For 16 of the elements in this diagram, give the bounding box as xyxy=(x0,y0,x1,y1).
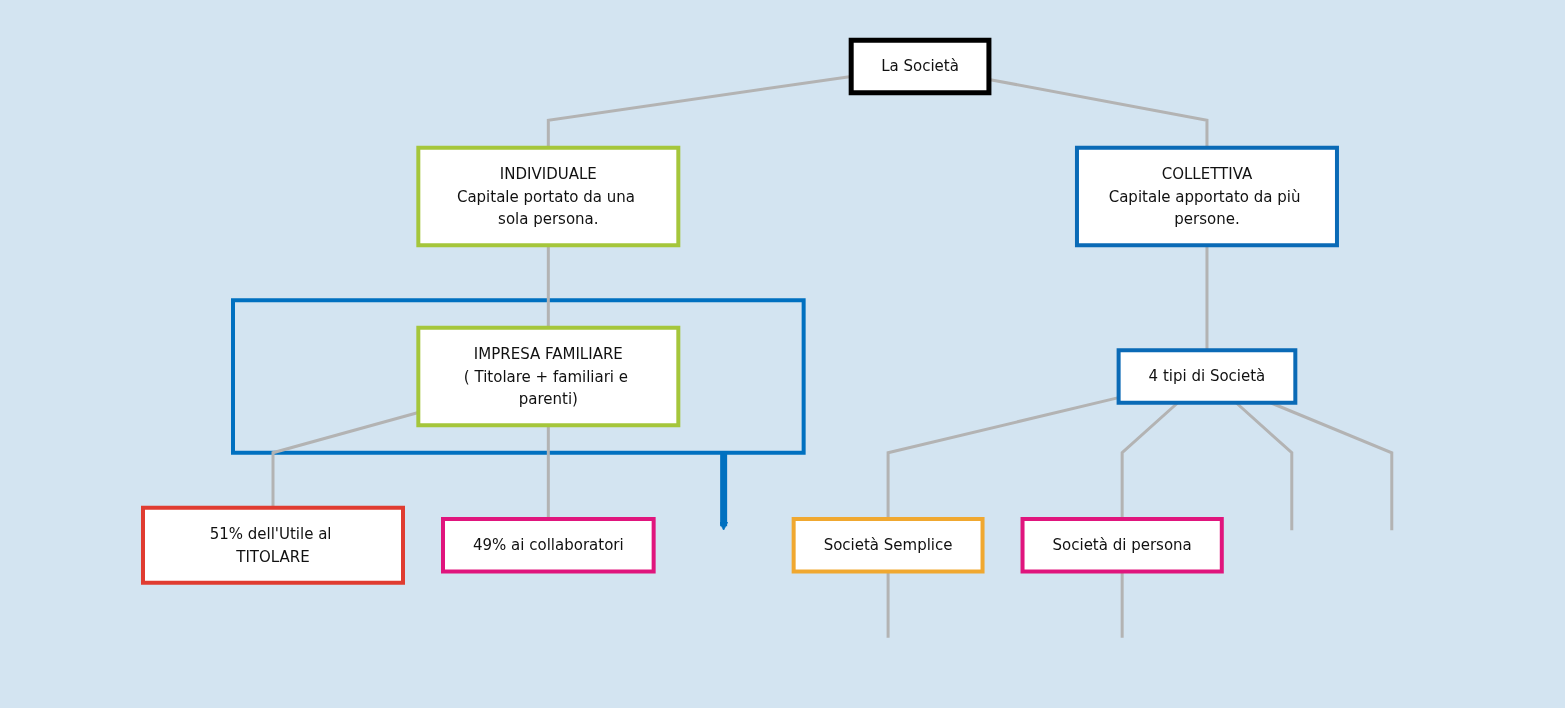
connector xyxy=(1205,245,1209,351)
connector xyxy=(1120,571,1124,638)
cluster xyxy=(231,298,806,455)
connector xyxy=(546,425,550,519)
node-box: 49% ai collaboratori xyxy=(441,517,656,574)
node-box: Società di persona xyxy=(1020,517,1224,574)
node-box: 4 tipi di Società xyxy=(1116,348,1298,405)
node-box: INDIVIDUALE Capitale portato da una sola persona. xyxy=(416,145,681,248)
connector xyxy=(886,571,890,638)
node-box: COLLETTIVA Capitale apportato da più persone. xyxy=(1075,145,1340,248)
node-box: La Società xyxy=(848,37,992,96)
node-box: IMPRESA FAMILIARE ( Titolare + familiari e parenti) xyxy=(416,325,681,428)
connector xyxy=(546,245,550,328)
arrow xyxy=(719,452,729,531)
node-box: Società Semplice xyxy=(791,517,985,574)
node-box: 51% dell'Utile al TITOLARE xyxy=(141,505,406,585)
